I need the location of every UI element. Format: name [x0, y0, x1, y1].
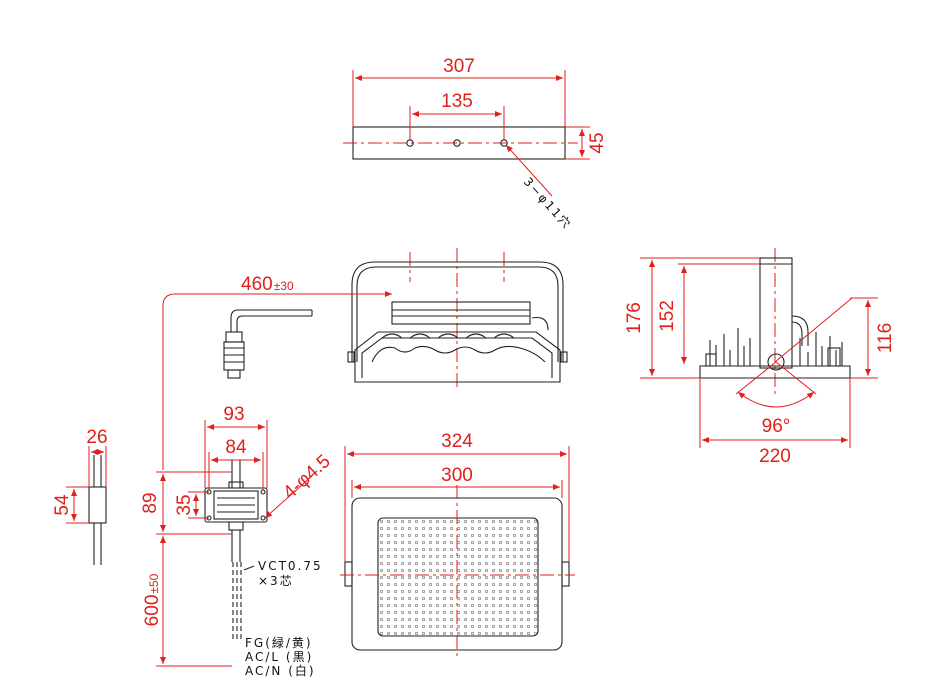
bracket-holes-note: 3−φ11穴: [521, 174, 576, 232]
small-connector: [88, 486, 107, 524]
connector-length-label: 54: [52, 494, 73, 516]
side-height-right-label: 116: [875, 323, 896, 353]
box-width-outer-label: 93: [223, 404, 244, 425]
side-height-mid-label: 152: [657, 300, 678, 332]
side-depth-label: 220: [759, 446, 791, 467]
cable-length-top-label: 460±30: [241, 274, 294, 295]
connector-width-label: 26: [86, 427, 107, 448]
tilt-angle-label: 96°: [762, 416, 791, 437]
bracket-hole: [453, 139, 461, 147]
bracket-height-label: 45: [587, 132, 608, 153]
led-panel: [377, 517, 539, 637]
hole-pitch-label: 135: [441, 91, 473, 112]
cable-length-top-dimension: [162, 291, 392, 470]
small-connector-view: 26 54: [52, 427, 108, 565]
cable-length-bottom-label: 600±50: [142, 573, 163, 626]
right-side-view: 176 152 116 96° 220: [624, 248, 896, 467]
side-height-total-label: 176: [624, 302, 645, 334]
arch-bracket: [351, 261, 564, 362]
cable-spec-line1: VCT0.75: [258, 559, 323, 573]
tilt-angle-arc: [737, 391, 815, 408]
inline-connector: [225, 331, 243, 343]
wire-acn-label: AC/N (白): [245, 663, 316, 678]
fixture-side-view: [347, 248, 568, 390]
junction-box-view: 93 84 4-φ4.5 35 89 600±50 VCT0.75 ×3芯 FG…: [140, 404, 335, 678]
wire-fg-label: FG(緑/黄): [245, 635, 313, 650]
top-cable: 460±30: [162, 274, 392, 470]
box-height-label: 35: [174, 494, 195, 515]
fixture-front-view: 324 300: [340, 431, 575, 660]
bracket-width-label: 307: [443, 56, 475, 77]
bracket-outline: [352, 126, 566, 160]
cable-spec-line2: ×3芯: [258, 574, 294, 588]
box-holes-label: 4-φ4.5: [279, 451, 334, 504]
front-width-outer-label: 324: [441, 431, 473, 452]
box-width-inner-label: 84: [225, 437, 247, 458]
front-width-inner-label: 300: [441, 465, 473, 486]
wire-acl-label: AC/L (黒): [245, 650, 313, 664]
box-height-overall-label: 89: [140, 492, 161, 513]
bracket-view: 307 135 45 3−φ11穴: [343, 56, 608, 232]
